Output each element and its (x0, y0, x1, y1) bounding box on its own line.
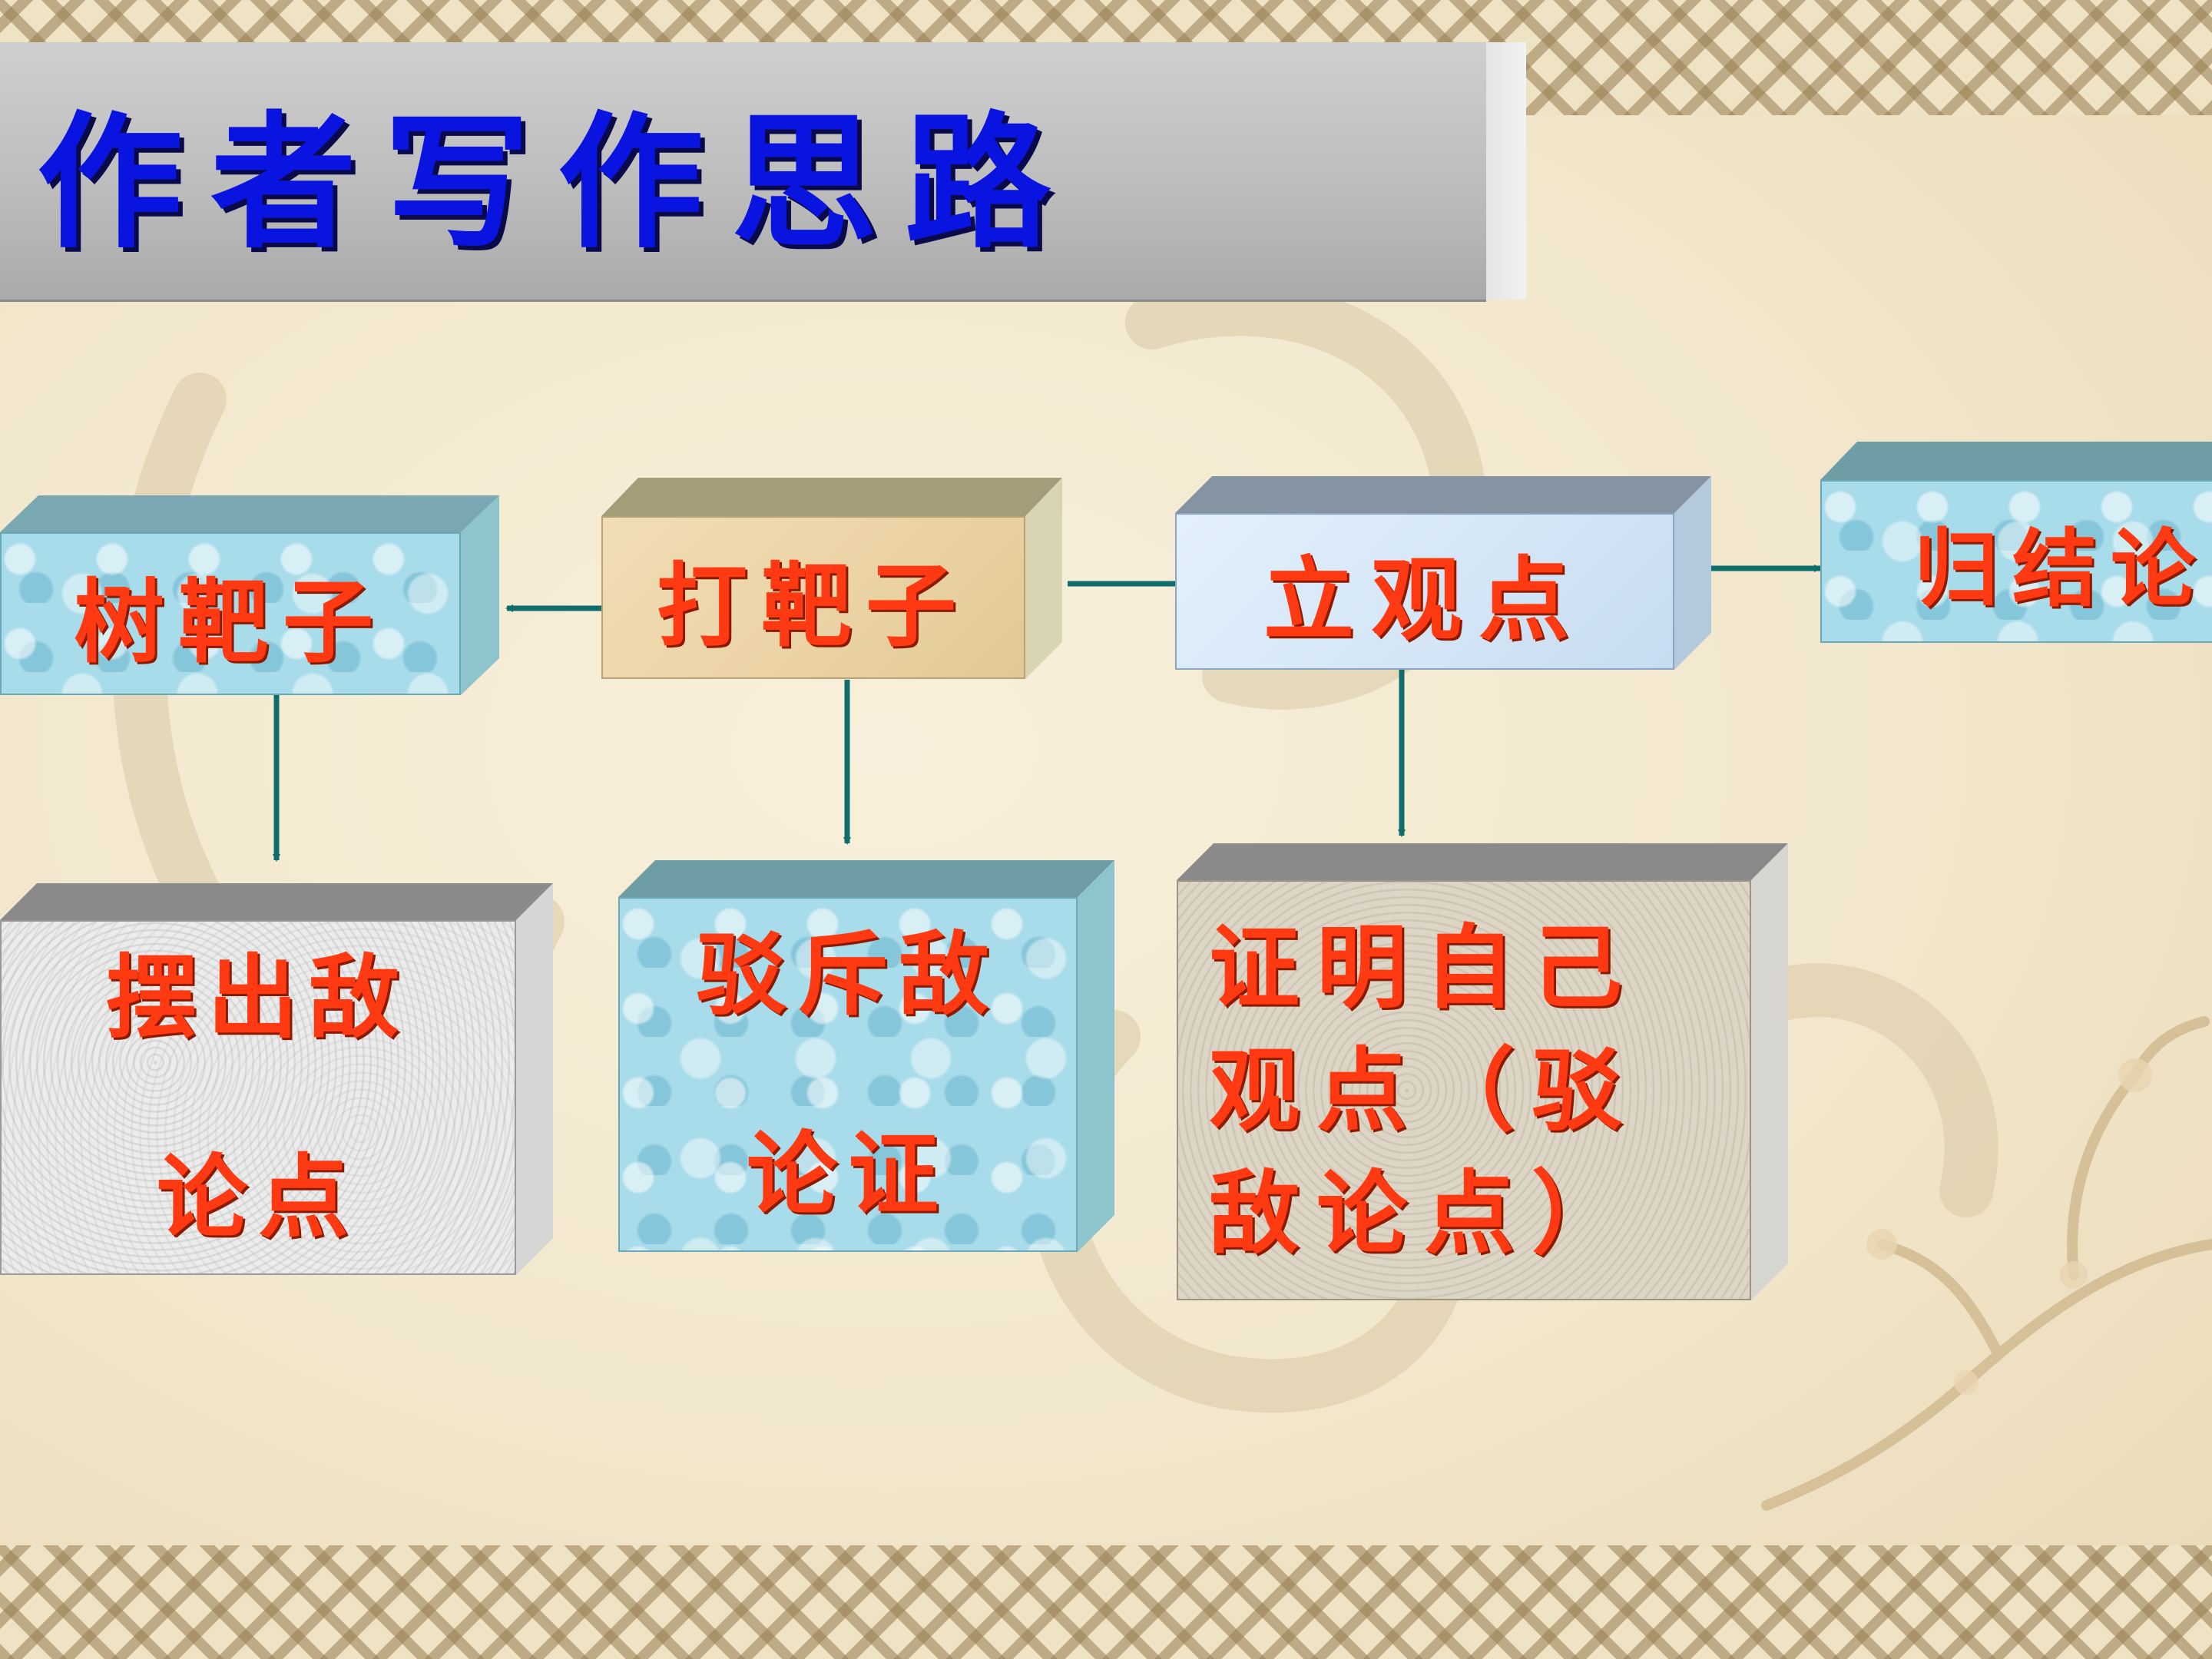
label-shu-bazi: 树靶子 (73, 568, 387, 675)
box-baichu: 摆出敌 论点 (0, 883, 555, 1275)
slide-title: 作者写作思路 (37, 97, 1079, 268)
box-bochi: 驳斥敌 论证 (618, 860, 1116, 1252)
label-guijie: 归结论 (1914, 519, 2209, 618)
box-guijie: 归结论 (1820, 442, 2212, 643)
title-bar (0, 42, 1486, 302)
label-baichu: 摆出敌 论点 (105, 944, 410, 1250)
box-li-guandian: 立观点 (1175, 476, 1713, 670)
box-shu-bazi: 树靶子 (0, 495, 501, 695)
box-da-bazi: 打靶子 (601, 478, 1064, 679)
label-bochi: 驳斥敌 论证 (695, 921, 1000, 1227)
bottom-ornament-band (0, 1545, 2212, 1659)
title-bar-side (1486, 42, 1526, 300)
label-li-guandian: 立观点 (1263, 545, 1586, 653)
box-zhengming: 证明自己 观点（驳 敌论点） (1177, 843, 1790, 1300)
label-zhengming: 证明自己 观点（驳 敌论点） (1209, 913, 1640, 1267)
label-da-bazi: 打靶子 (656, 551, 970, 659)
